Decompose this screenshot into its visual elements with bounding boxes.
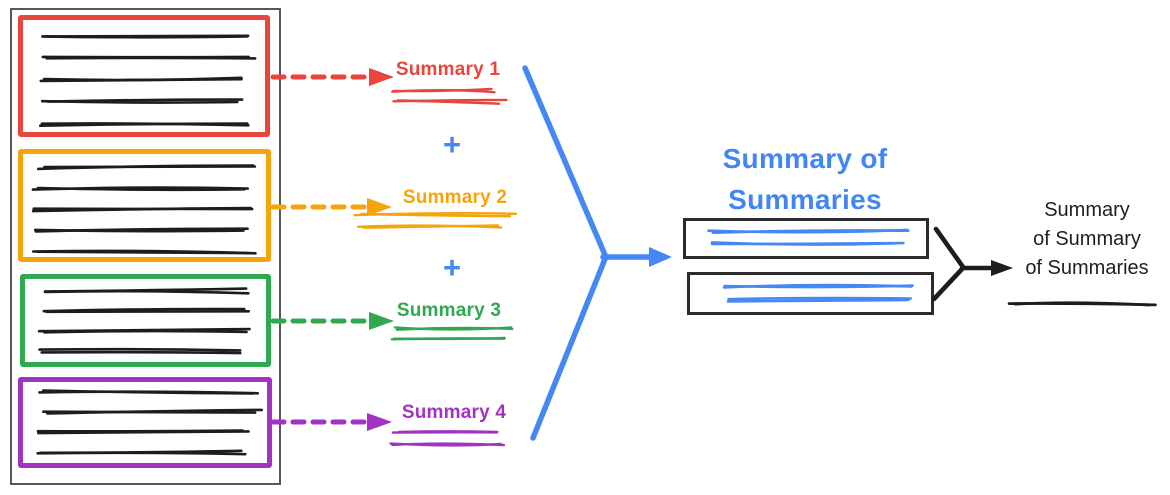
final-summary-scribble <box>1007 301 1157 307</box>
source-document <box>10 8 281 485</box>
merged-summary-scribble <box>722 283 914 303</box>
final-summary-label: Summary of Summary of Summaries <box>1000 196 1170 283</box>
merged-summary-scribble <box>707 228 910 246</box>
summary-3-label: Summary 3 <box>396 300 502 321</box>
document-chunk-3 <box>20 274 271 367</box>
summary-4-label: Summary 4 <box>401 402 507 423</box>
summary-of-summaries-title: Summary of Summaries <box>695 138 915 220</box>
text-scribble <box>36 389 264 456</box>
title-line-1: Summary of <box>722 143 888 174</box>
summary-4-scribble <box>389 430 506 447</box>
summary-1-label: Summary 1 <box>395 59 501 80</box>
merged-summary-box-2 <box>687 272 934 315</box>
document-chunk-4 <box>18 377 272 468</box>
merged-summary-box-1 <box>683 218 929 259</box>
document-chunk-1 <box>18 15 270 137</box>
merge-arrow-icon <box>522 65 672 441</box>
final-line-3: of Summaries <box>1025 257 1149 279</box>
title-line-2: Summaries <box>728 184 882 215</box>
text-scribble <box>37 287 251 355</box>
chunk-1-dashed-arrow-icon <box>270 68 394 86</box>
plus-icon: + <box>442 250 462 285</box>
document-chunk-2 <box>18 149 271 262</box>
summary-3-scribble <box>390 326 514 341</box>
final-line-1: Summary <box>1044 199 1130 221</box>
text-scribble <box>31 164 257 255</box>
final-line-2: of Summary <box>1033 228 1141 250</box>
plus-icon: + <box>442 127 462 162</box>
text-scribble <box>39 34 257 127</box>
chunk-3-dashed-arrow-icon <box>270 312 394 330</box>
summary-2-label: Summary 2 <box>402 187 508 208</box>
summary-2-scribble <box>353 211 518 229</box>
chunk-4-dashed-arrow-icon <box>270 413 392 431</box>
summary-1-scribble <box>391 87 508 105</box>
